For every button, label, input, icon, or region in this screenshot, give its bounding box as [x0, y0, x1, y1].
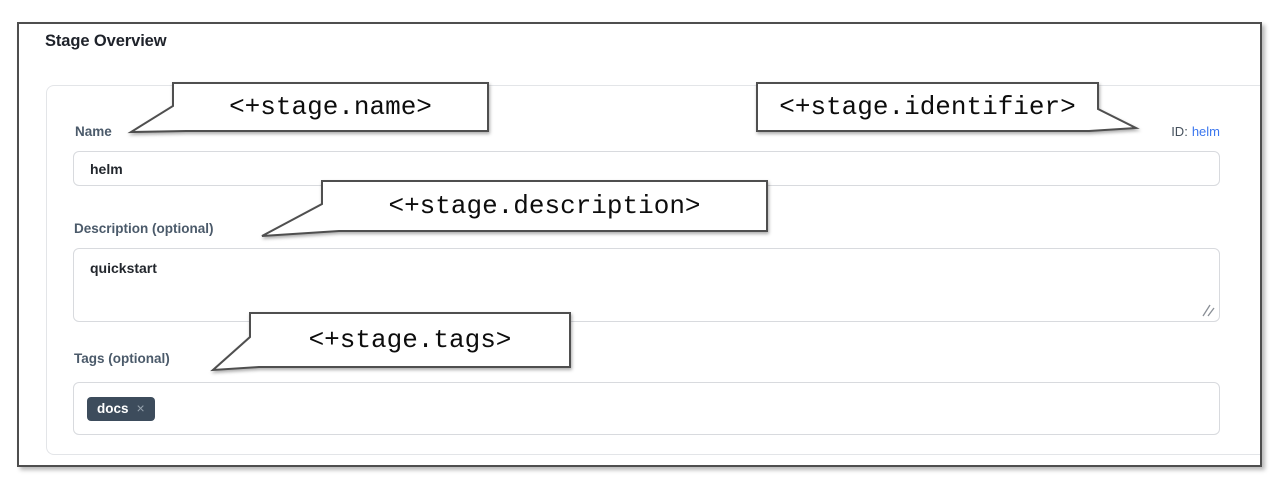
tags-input[interactable]: docs ×	[73, 382, 1220, 435]
description-textarea[interactable]: quickstart	[73, 248, 1220, 322]
tag-chip-label: docs	[97, 400, 129, 416]
name-input[interactable]	[73, 151, 1220, 186]
tags-label: Tags (optional)	[74, 351, 170, 366]
description-label: Description (optional)	[74, 221, 214, 236]
page-title: Stage Overview	[45, 32, 167, 50]
stage-id: ID:helm	[1171, 123, 1220, 140]
tag-remove-icon[interactable]: ×	[136, 399, 145, 416]
stage-id-value: helm	[1191, 124, 1220, 139]
name-label: Name	[75, 124, 112, 139]
description-field-wrap: quickstart	[73, 248, 1220, 322]
screenshot-frame: Stage Overview Name ID:helm Description …	[17, 22, 1262, 467]
resize-handle-icon[interactable]	[1202, 304, 1216, 318]
tag-chip: docs ×	[87, 396, 155, 421]
stage-id-label: ID:	[1171, 124, 1188, 139]
